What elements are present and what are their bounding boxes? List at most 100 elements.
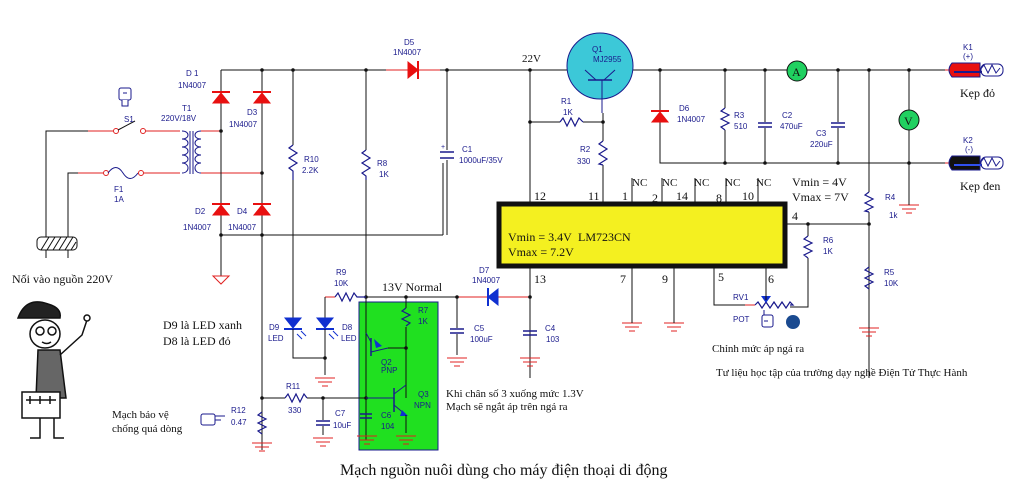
potentiometer-rv1[interactable]	[745, 296, 795, 310]
mains-label: Nối vào nguồn 220V	[12, 272, 113, 286]
pin3-note-2: Mạch sẽ ngắt áp trên ngả ra	[446, 401, 568, 413]
hand-pointer-icon	[761, 310, 774, 328]
transformer-t1	[181, 130, 262, 174]
d7-ref: D7	[479, 266, 490, 275]
s1-label: S1	[124, 115, 134, 124]
d3-value: 1N4007	[229, 120, 258, 129]
k1-polarity: (+)	[963, 52, 973, 61]
v13-label: 13V Normal	[382, 280, 443, 294]
r4-ref: R4	[885, 193, 896, 202]
pot-knob-icon[interactable]	[786, 315, 800, 329]
d6-value: 1N4007	[677, 115, 706, 124]
nc-label: NC	[632, 177, 647, 189]
r10-value: 2.2K	[302, 166, 319, 175]
rv1-ref: RV1	[733, 293, 749, 302]
nc-label: NC	[662, 177, 677, 189]
transistor-q1	[566, 32, 634, 113]
diode-d4	[252, 203, 272, 216]
c1-value: 1000uF/35V	[459, 156, 503, 165]
r1-ref: R1	[561, 97, 572, 106]
q1-value: MJ2955	[593, 55, 622, 64]
c7-ref: C7	[335, 409, 346, 418]
ground-symbol	[622, 320, 642, 332]
protection-board	[357, 295, 439, 451]
d7-value: 1N4007	[472, 276, 501, 285]
ic-lm723	[496, 178, 869, 378]
d9-value: LED	[268, 334, 284, 343]
ammeter-label: A	[792, 65, 801, 79]
k2-ref: K2	[963, 136, 973, 145]
c5-ref: C5	[474, 324, 485, 333]
q2-ref: Q2	[381, 358, 392, 367]
r11-value: 330	[288, 406, 302, 415]
ic-pin-6: 6	[768, 272, 774, 286]
d8-value: LED	[341, 334, 357, 343]
r2-ref: R2	[580, 145, 591, 154]
led-d8	[315, 317, 339, 387]
r5-value: 10K	[884, 279, 899, 288]
ic-pin-9: 9	[662, 272, 668, 286]
mains-plug	[36, 130, 88, 258]
rv1-value: POT	[733, 315, 750, 324]
ground-symbol	[899, 200, 919, 214]
capacitor-c7	[313, 398, 333, 447]
fuse-f1	[78, 167, 180, 179]
d2-value: 1N4007	[183, 223, 212, 232]
r6-value: 1K	[823, 247, 833, 256]
ic-name: LM723CN	[578, 230, 631, 244]
t1-value: 220V/18V	[161, 114, 197, 123]
resistor-r12	[252, 398, 272, 452]
ic-pin-4: 4	[792, 209, 798, 223]
clip-k2-black[interactable]	[945, 155, 1004, 171]
d4-value: 1N4007	[228, 223, 257, 232]
resistor-r5	[863, 266, 875, 290]
k2-label: Kẹp đen	[960, 179, 1000, 193]
k2-polarity: (-)	[965, 145, 973, 154]
diode-d6	[650, 110, 670, 123]
d1-value: 1N4007	[178, 81, 207, 90]
protect-note-1: Mạch bảo vệ	[112, 409, 169, 421]
c6-ref: C6	[381, 411, 392, 420]
c4-value: 103	[546, 335, 560, 344]
resistor-r11	[262, 392, 366, 404]
q3-ref: Q3	[418, 390, 429, 399]
nc-label: NC	[694, 177, 709, 189]
q2-value: PNP	[381, 366, 397, 375]
ic-pin-12: 12	[534, 189, 546, 203]
switch-s1[interactable]	[88, 120, 180, 134]
bridge-rectifier	[219, 68, 533, 450]
capacitor-c3	[831, 68, 845, 163]
d6-ref: D6	[679, 104, 690, 113]
clip-k1-red[interactable]	[945, 62, 1004, 78]
q3-value: NPN	[414, 401, 431, 410]
c3-ref: C3	[816, 129, 827, 138]
r8-ref: R8	[377, 159, 388, 168]
ic-pin-13: 13	[534, 272, 546, 286]
d1-ref: D 1	[186, 69, 199, 78]
r7-value: 1K	[418, 317, 428, 326]
ic-pin-7: 7	[620, 272, 626, 286]
resistor-r6	[790, 224, 814, 308]
capacitor-c4	[520, 297, 540, 367]
r2-value: 330	[577, 157, 591, 166]
r8-value: 1K	[379, 170, 389, 179]
hand-pointer-icon	[200, 413, 225, 426]
ground-symbol	[664, 320, 684, 332]
r3-ref: R3	[734, 111, 745, 120]
c2-value: 470uF	[780, 122, 803, 131]
capacitor-c1: +	[440, 70, 454, 235]
out-vmax-label: Vmax = 7V	[792, 190, 849, 204]
d3-ref: D3	[247, 108, 258, 117]
k1-label: Kẹp đỏ	[960, 86, 995, 100]
source-note: Tư liệu học tập của trường dạy nghề Điện…	[716, 367, 968, 379]
capacitor-c5	[447, 297, 467, 367]
capacitor-c2	[758, 68, 772, 165]
r12-value: 0.47	[231, 418, 247, 427]
d5-ref: D5	[404, 38, 415, 47]
c5-value: 100uF	[470, 335, 493, 344]
resistor-r9	[324, 291, 366, 318]
nc-label: NC	[756, 177, 771, 189]
d9-ref: D9	[269, 323, 280, 332]
ic-pin-11: 11	[588, 189, 600, 203]
